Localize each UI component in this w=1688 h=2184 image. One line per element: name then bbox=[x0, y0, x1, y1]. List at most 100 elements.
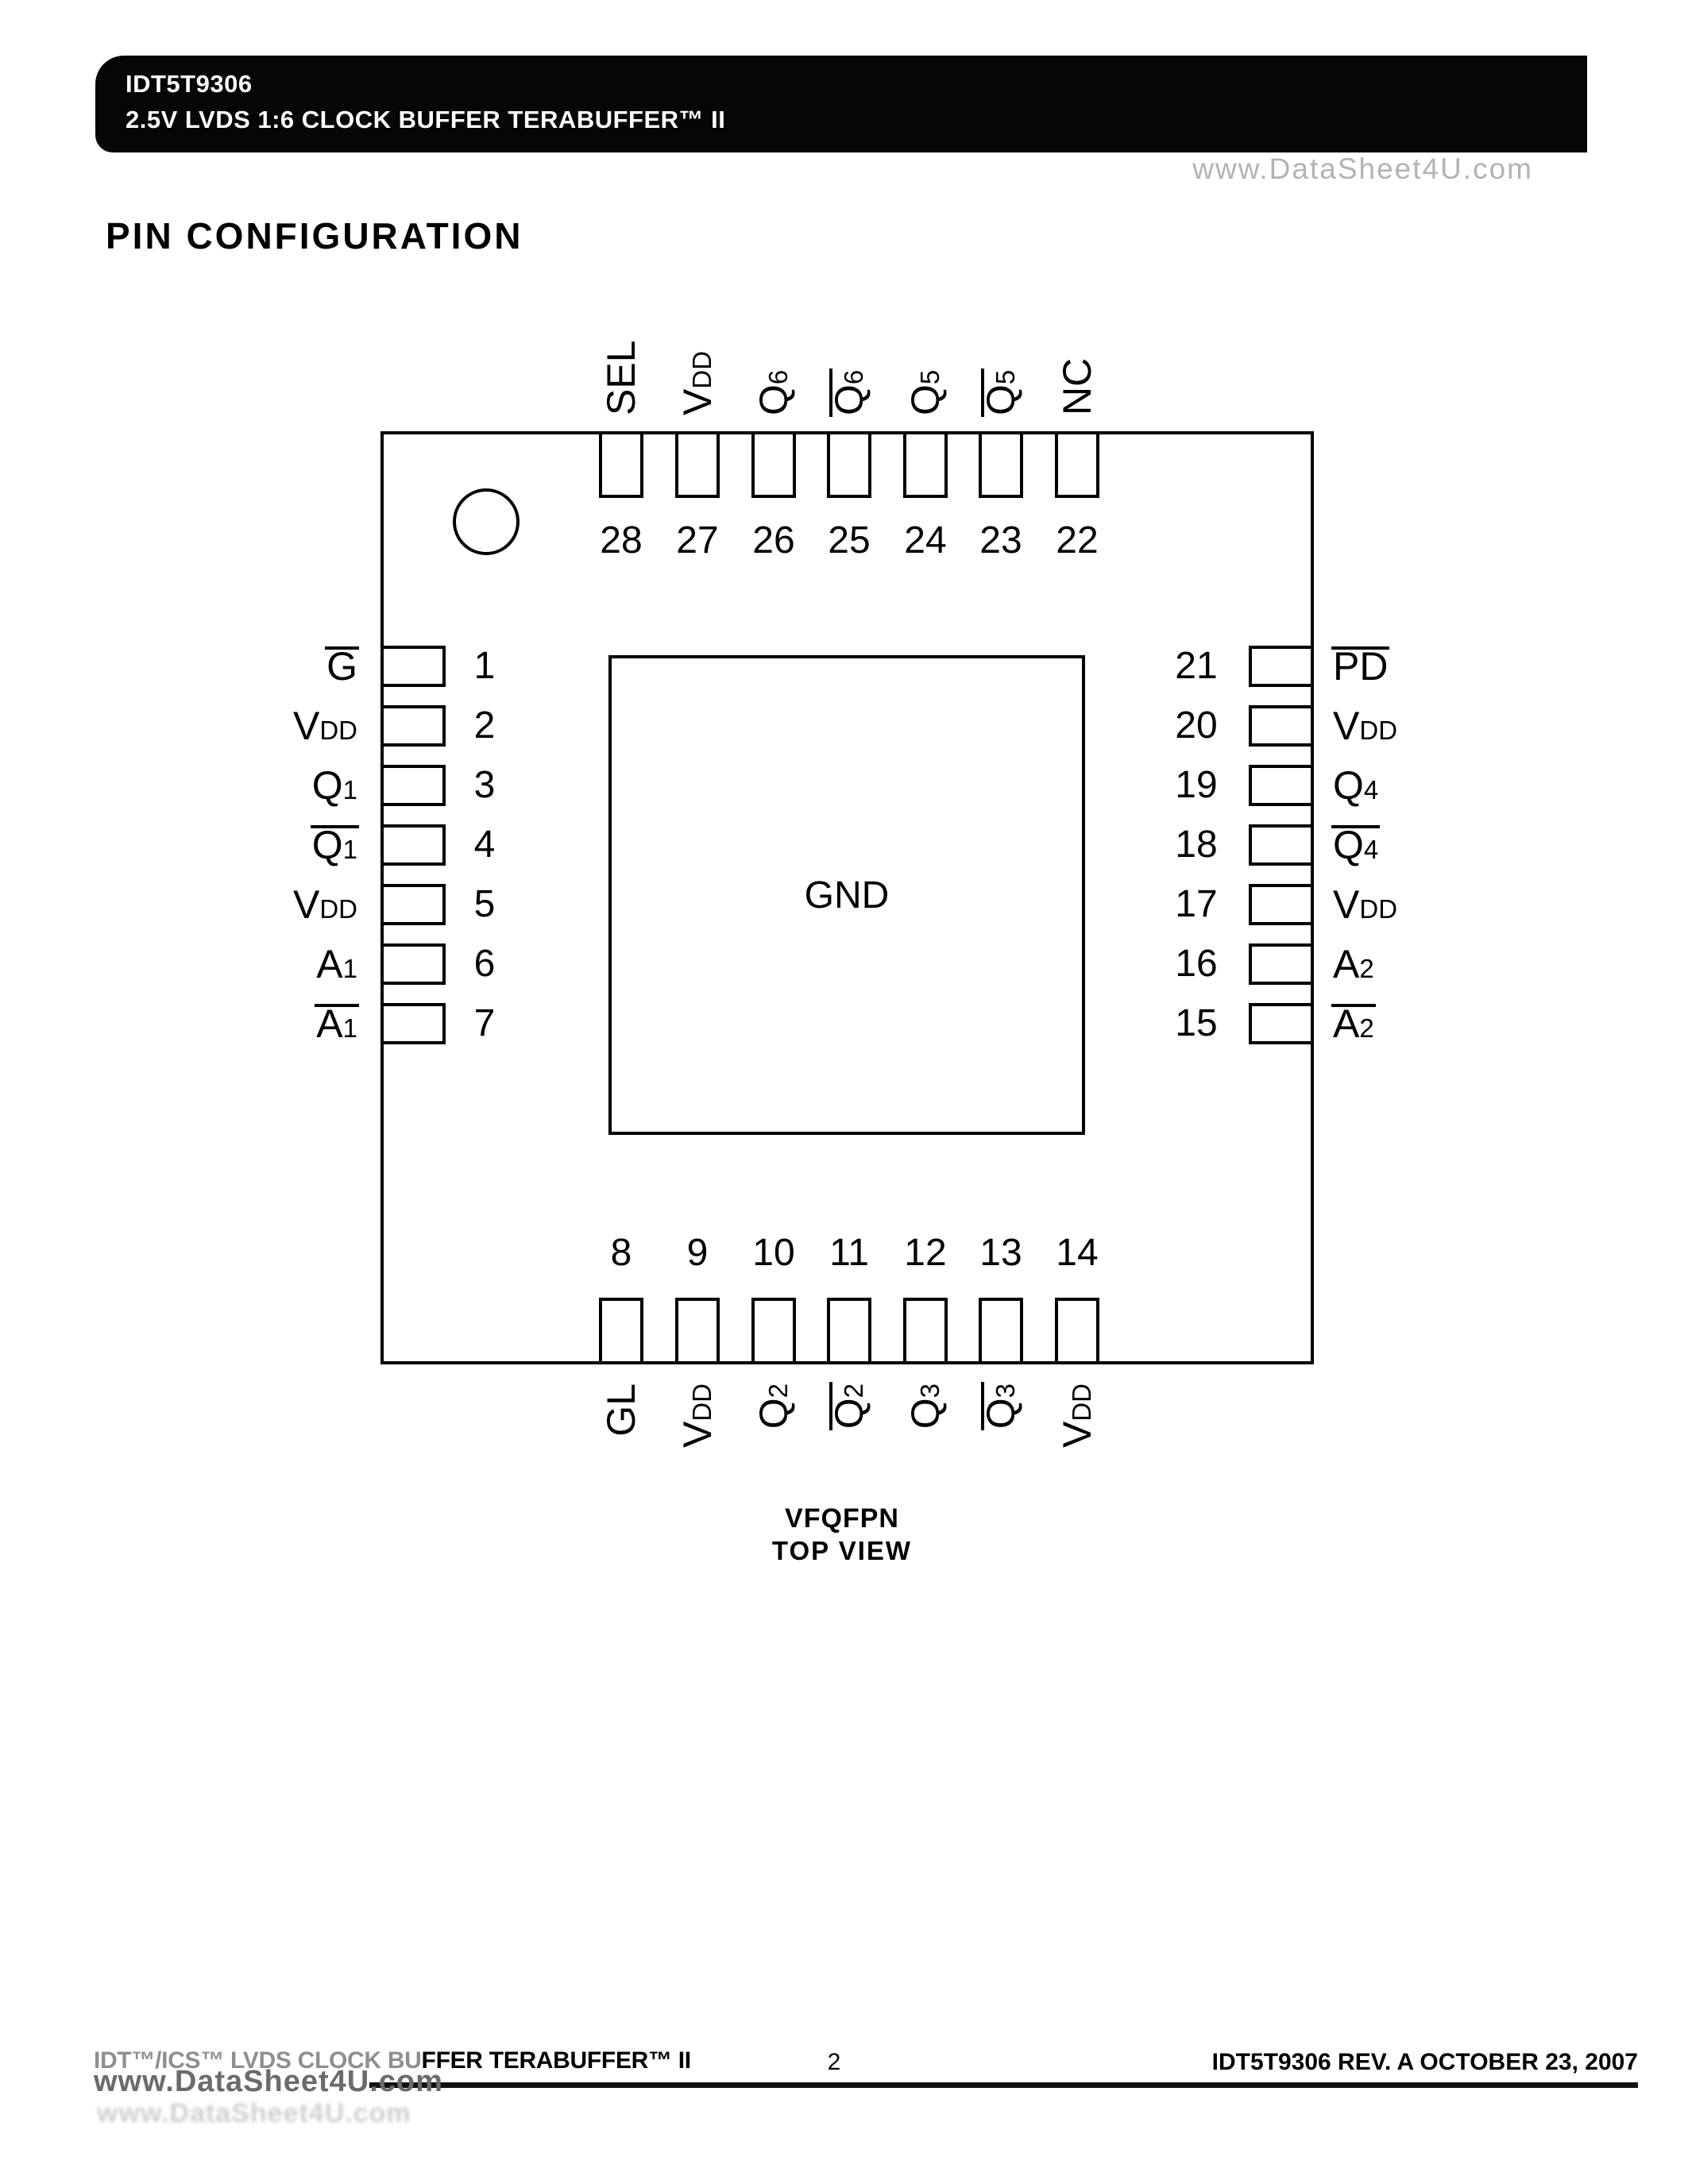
pin-box-2 bbox=[380, 705, 446, 747]
pin-number-10: 10 bbox=[752, 1232, 795, 1274]
pin-label-28: SEL bbox=[599, 241, 643, 415]
pin-label-17: VDD bbox=[1333, 882, 1397, 927]
footer-left-text: IDT™/ICS™ LVDS CLOCK BUFFER TERABUFFER™ … bbox=[94, 2047, 691, 2074]
watermark-bottom: www.DataSheet4U.com bbox=[94, 2065, 443, 2098]
pin-label-7: A1 bbox=[315, 1001, 359, 1046]
pin-box-3 bbox=[380, 765, 446, 806]
pin-box-24 bbox=[903, 431, 948, 498]
footer-left-black: FFER TERABUFFER™ II bbox=[421, 2047, 692, 2074]
pin-number-14: 14 bbox=[1056, 1232, 1099, 1274]
overline-group: A1 bbox=[315, 1001, 359, 1051]
pin-number-5: 5 bbox=[473, 883, 496, 925]
pin-label-6: A1 bbox=[316, 942, 357, 986]
pin-label-base: SEL bbox=[599, 340, 643, 415]
package-view: TOP VIEW bbox=[771, 1536, 913, 1565]
pin-box-19 bbox=[1249, 765, 1314, 806]
pin-label-subscript: 6 bbox=[839, 369, 868, 385]
footer-page-number: 2 bbox=[827, 2049, 841, 2075]
overline-group: G bbox=[325, 644, 359, 689]
pin-label-base: Q bbox=[751, 1398, 796, 1430]
gnd-pad: GND bbox=[608, 655, 1085, 1135]
pin-label-subscript: 2 bbox=[763, 1383, 793, 1399]
pin-label-base: Q bbox=[827, 1398, 871, 1430]
pin-box-27 bbox=[675, 431, 720, 498]
pin-number-22: 22 bbox=[1056, 519, 1099, 561]
pin-box-15 bbox=[1249, 1003, 1314, 1044]
pin-label-18: Q4 bbox=[1331, 823, 1381, 867]
pin-label-22: NC bbox=[1055, 241, 1099, 415]
pin-box-10 bbox=[751, 1298, 796, 1364]
header-subtitle: 2.5V LVDS 1:6 CLOCK BUFFER TERABUFFER™ I… bbox=[126, 106, 726, 133]
pin-box-28 bbox=[599, 431, 643, 498]
pin-number-8: 8 bbox=[610, 1232, 632, 1274]
pin-box-5 bbox=[380, 884, 446, 925]
pin-box-8 bbox=[599, 1298, 643, 1364]
watermark-top: www.DataSheet4U.com bbox=[1192, 152, 1533, 185]
header-bar: IDT5T9306 2.5V LVDS 1:6 CLOCK BUFFER TER… bbox=[95, 56, 1587, 152]
pin-label-subscript: DD bbox=[319, 894, 357, 924]
page-title: PIN CONFIGURATION bbox=[106, 215, 523, 257]
pin-number-16: 16 bbox=[1175, 943, 1218, 985]
pin-label-base: NC bbox=[1055, 357, 1099, 415]
pin-number-24: 24 bbox=[904, 519, 947, 561]
pin-number-21: 21 bbox=[1175, 645, 1218, 687]
overline-group: Q6 bbox=[827, 370, 876, 415]
overline-group: PD bbox=[1331, 644, 1390, 689]
overline-group: Q4 bbox=[1331, 823, 1381, 872]
pin-label-subscript: 3 bbox=[991, 1383, 1020, 1399]
pin-number-20: 20 bbox=[1175, 704, 1218, 747]
pin-label-subscript: DD bbox=[687, 350, 717, 389]
overline-group: Q5 bbox=[979, 370, 1028, 415]
pin-number-26: 26 bbox=[752, 519, 795, 561]
pin-label-subscript: 2 bbox=[839, 1383, 868, 1399]
pin-number-3: 3 bbox=[473, 764, 496, 806]
pin-box-21 bbox=[1249, 646, 1314, 687]
pin-number-7: 7 bbox=[473, 1002, 496, 1044]
pin-label-subscript: 6 bbox=[763, 369, 793, 385]
pin-box-13 bbox=[979, 1298, 1023, 1364]
pin-label-base: V bbox=[1333, 882, 1360, 927]
pin-label-base: Q bbox=[311, 823, 343, 867]
pin-box-25 bbox=[827, 431, 871, 498]
pin-label-3: Q1 bbox=[312, 763, 357, 808]
pin-label-base: V bbox=[292, 882, 320, 927]
pin-label-subscript: 5 bbox=[991, 369, 1020, 385]
pin-box-6 bbox=[380, 943, 446, 985]
pin-label-base: G bbox=[326, 644, 357, 689]
pin-label-subscript: DD bbox=[1067, 1383, 1096, 1422]
pin-label-8: GL bbox=[599, 1383, 643, 1558]
pin-label-14: VDD bbox=[1055, 1383, 1099, 1558]
pin-number-6: 6 bbox=[473, 943, 496, 985]
pin-number-13: 13 bbox=[979, 1232, 1022, 1274]
pin-label-base: Q bbox=[979, 1398, 1023, 1430]
pin-label-subscript: 3 bbox=[915, 1383, 944, 1399]
pin-number-27: 27 bbox=[676, 519, 719, 561]
pin-number-15: 15 bbox=[1175, 1002, 1218, 1044]
pin-label-19: Q4 bbox=[1333, 763, 1378, 808]
pin-box-12 bbox=[903, 1298, 948, 1364]
pin-label-21: PD bbox=[1331, 644, 1390, 689]
pin-label-24: Q5 bbox=[903, 241, 948, 415]
pin-number-23: 23 bbox=[979, 519, 1022, 561]
footer-rule bbox=[369, 2082, 1638, 2088]
pin-label-subscript: DD bbox=[1359, 716, 1398, 745]
pin-box-23 bbox=[979, 431, 1023, 498]
pin-label-15: A2 bbox=[1331, 1001, 1376, 1046]
footer-revision-text: IDT5T9306 REV. A OCTOBER 23, 2007 bbox=[1211, 2049, 1638, 2075]
pin-box-18 bbox=[1249, 824, 1314, 866]
pin-number-4: 4 bbox=[473, 824, 496, 866]
pin-label-base: V bbox=[675, 388, 720, 415]
overline-group: Q1 bbox=[310, 823, 360, 872]
pin-number-19: 19 bbox=[1175, 764, 1218, 806]
overline-group: Q2 bbox=[827, 1383, 876, 1429]
pin-label-base: Q bbox=[903, 384, 948, 415]
pin-label-1: G bbox=[325, 644, 359, 689]
pin1-indicator-circle bbox=[453, 488, 520, 555]
pin-label-base: A bbox=[1333, 1001, 1360, 1046]
pin-label-subscript: 1 bbox=[342, 775, 357, 805]
pin-label-base: A bbox=[316, 1001, 343, 1046]
pin-label-base: GL bbox=[599, 1383, 643, 1437]
pin-box-1 bbox=[380, 646, 446, 687]
